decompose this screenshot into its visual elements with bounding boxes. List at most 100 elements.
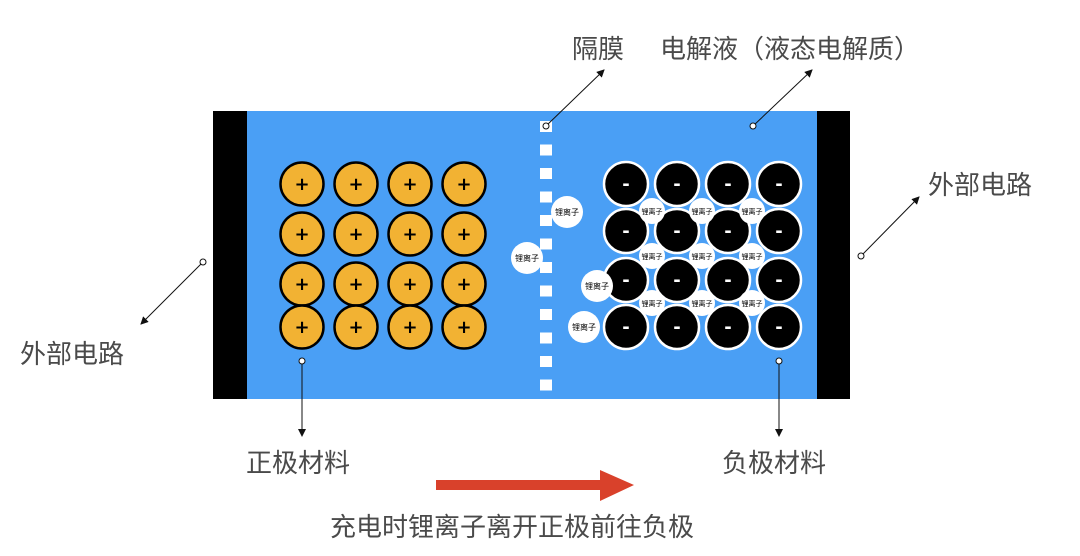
lithium-ion-label: 锂离子 [585, 281, 609, 291]
anode-particle: - [653, 303, 701, 351]
separator-leader [545, 69, 605, 127]
negative-sign: - [673, 221, 680, 242]
anode-particle: - [602, 207, 650, 255]
separator-label: 隔膜 [572, 35, 624, 65]
negative-sign: - [622, 174, 629, 195]
separator-dash [540, 144, 552, 156]
caption: 充电时锂离子离开正极前往负极 [330, 513, 694, 543]
anode-particle: - [755, 160, 803, 208]
positive-sign: + [456, 317, 471, 338]
positive-sign: + [402, 224, 417, 245]
negative-sign: - [724, 270, 731, 291]
cathode-particle: + [279, 211, 325, 257]
negative-sign: - [622, 270, 629, 291]
lithium-ion-label: 锂离子 [742, 252, 763, 261]
anode-particle: - [602, 160, 650, 208]
charging-direction-arrow [436, 470, 634, 501]
lithium-ion: 锂离子 [689, 243, 715, 269]
lithium-ion: 锂离子 [551, 196, 583, 228]
negative-sign: - [724, 174, 731, 195]
lithium-ion-label: 锂离子 [572, 322, 596, 332]
anode-particle: - [602, 303, 650, 351]
anode-particle: - [755, 303, 803, 351]
lithium-ion-label: 锂离子 [515, 253, 539, 263]
anode-particle: - [755, 207, 803, 255]
lithium-ion-label: 锂离子 [642, 207, 663, 216]
lithium-ion: 锂离子 [639, 243, 665, 269]
positive-sign: + [456, 274, 471, 295]
anode-particle: - [653, 256, 701, 304]
separator-dash [540, 168, 552, 179]
separator-dash [540, 309, 552, 320]
cathode-particle: + [279, 261, 325, 307]
cathode-particle: + [333, 211, 379, 257]
cathode-particle: + [387, 161, 433, 207]
separator-dash [540, 285, 552, 297]
lithium-ion: 锂离子 [639, 198, 665, 224]
cathode-particle: + [333, 161, 379, 207]
positive-sign: + [294, 224, 309, 245]
cathode-particle: + [387, 211, 433, 257]
negative-sign: - [724, 221, 731, 242]
lithium-ion: 锂离子 [568, 311, 600, 343]
right-electrode-plate [817, 111, 850, 399]
positive-sign: + [348, 317, 363, 338]
cathode-particle: + [333, 261, 379, 307]
anode-particle: - [653, 207, 701, 255]
negative-sign: - [775, 221, 782, 242]
lithium-ion-label: 锂离子 [742, 299, 763, 308]
external-circuit-right-label: 外部电路 [928, 171, 1032, 201]
separator-dash [540, 379, 552, 391]
anode-particle: - [704, 160, 752, 208]
positive-sign: + [456, 174, 471, 195]
negative-sign: - [673, 174, 680, 195]
positive-sign: + [348, 174, 363, 195]
negative-sign: - [622, 317, 629, 338]
right-circuit-leader [860, 196, 920, 257]
separator-dash [540, 191, 552, 203]
anode-particles: - - - - - - - - - - - - - - - - [602, 160, 803, 351]
lithium-ion-label: 锂离子 [692, 252, 713, 261]
anode-particle: - [653, 160, 701, 208]
lithium-ions: 锂离子锂离子锂离子锂离子锂离子锂离子锂离子锂离子锂离子锂离子锂离子锂离子锂离子 [511, 196, 765, 343]
left-circuit-leader [140, 261, 204, 325]
separator-dash [540, 356, 552, 367]
anode-particle: - [704, 207, 752, 255]
anode-particle: - [704, 256, 752, 304]
positive-sign: + [294, 174, 309, 195]
positive-sign: + [402, 317, 417, 338]
lithium-ion-label: 锂离子 [642, 252, 663, 261]
external-circuit-left-label: 外部电路 [20, 340, 124, 370]
lithium-ion: 锂离子 [689, 290, 715, 316]
lithium-ion: 锂离子 [639, 290, 665, 316]
positive-sign: + [402, 174, 417, 195]
negative-sign: - [673, 270, 680, 291]
cathode-particles: ++++++++++++++++ [279, 161, 487, 350]
cathode-particle: + [387, 304, 433, 350]
cathode-particle: + [441, 304, 487, 350]
lithium-ion-label: 锂离子 [642, 299, 663, 308]
negative-sign: - [775, 270, 782, 291]
cathode-particle: + [441, 261, 487, 307]
leader-lines [140, 69, 920, 437]
negative-sign: - [622, 221, 629, 242]
left-electrode-plate [213, 111, 247, 399]
anode-particle: - [704, 303, 752, 351]
cathode-material-label: 正极材料 [246, 449, 350, 479]
electrolyte-leader [752, 69, 813, 127]
positive-sign: + [402, 274, 417, 295]
positive-sign: + [348, 274, 363, 295]
negative-sign: - [775, 174, 782, 195]
cathode-particle: + [441, 211, 487, 257]
lithium-ion-label: 锂离子 [692, 299, 713, 308]
lithium-ion: 锂离子 [511, 242, 543, 274]
lithium-ion-label: 锂离子 [692, 207, 713, 216]
lithium-ion: 锂离子 [739, 243, 765, 269]
cathode-particle: + [441, 161, 487, 207]
separator-dash [540, 332, 552, 344]
negative-sign: - [724, 317, 731, 338]
positive-sign: + [456, 224, 471, 245]
positive-sign: + [348, 224, 363, 245]
separator-dash [540, 238, 552, 250]
